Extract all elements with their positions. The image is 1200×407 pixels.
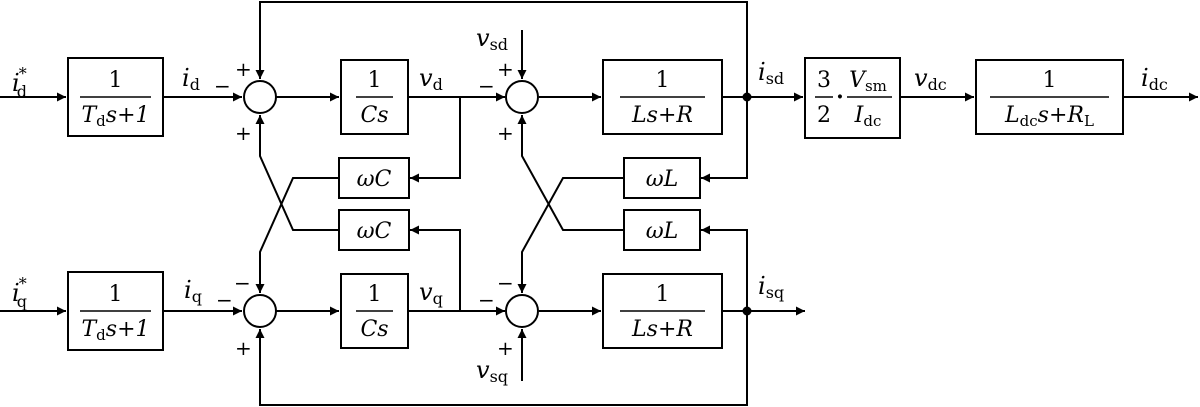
svg-text:+: + <box>497 121 514 145</box>
label-idc: idc <box>1141 64 1168 94</box>
svg-text:−: − <box>497 271 514 295</box>
svg-text:Idc: Idc <box>854 103 882 130</box>
svg-text:1: 1 <box>656 68 670 93</box>
label-id: id <box>182 64 200 94</box>
block-filter-q: 1 Tds+1 <box>67 271 164 351</box>
svg-text:ωC: ωC <box>357 219 392 244</box>
label-isq: isq <box>758 272 784 302</box>
svg-text:−: − <box>214 74 231 98</box>
label-vsq: vsq <box>476 356 508 386</box>
sum-signs: + − + − − + + − + − − + <box>214 57 514 360</box>
block-capacitor-q: 1 Cs <box>340 273 409 349</box>
svg-text:Cs: Cs <box>360 317 388 342</box>
svg-text:Ls+R: Ls+R <box>631 317 693 342</box>
junction-dot-isd <box>742 92 752 102</box>
svg-text:ωL: ωL <box>646 167 679 192</box>
block-omega-c-top: ωC <box>338 157 410 199</box>
sum-junction-q-current <box>243 294 277 328</box>
svg-text:Ls+R: Ls+R <box>631 103 693 128</box>
svg-text:Tds+1: Tds+1 <box>81 317 149 344</box>
block-inductor-q: 1 Ls+R <box>602 273 723 349</box>
svg-text:1: 1 <box>109 282 123 307</box>
svg-text:ωL: ωL <box>646 219 679 244</box>
svg-text:ωC: ωC <box>357 167 392 192</box>
svg-text:i*d: i*d <box>12 64 27 101</box>
junction-dot-isq <box>742 306 752 316</box>
block-capacitor-d: 1 Cs <box>340 59 409 135</box>
sum-junction-d-current <box>243 80 277 114</box>
label-vd: vd <box>419 64 443 94</box>
svg-text:+: + <box>235 336 252 360</box>
label-vsd: vsd <box>476 24 508 54</box>
label-iq: iq <box>184 276 202 306</box>
svg-text:−: − <box>478 288 495 312</box>
label-vq: vq <box>419 278 443 308</box>
svg-text:Tds+1: Tds+1 <box>81 103 149 130</box>
svg-text:Ldcs+RL: Ldcs+RL <box>1004 103 1094 130</box>
sum-junction-d-voltage <box>505 80 539 114</box>
svg-text:3: 3 <box>817 68 831 93</box>
svg-text:−: − <box>216 288 233 312</box>
svg-text:2: 2 <box>817 103 831 128</box>
svg-text:i*q: i*q <box>12 274 27 311</box>
svg-text:1: 1 <box>368 68 382 93</box>
svg-text:1: 1 <box>109 68 123 93</box>
svg-text:+: + <box>235 121 252 145</box>
label-isd: isd <box>758 58 784 88</box>
block-inductor-d: 1 Ls+R <box>602 59 723 135</box>
sum-junction-q-voltage <box>505 294 539 328</box>
svg-text:·: · <box>836 84 844 110</box>
svg-text:+: + <box>235 57 252 81</box>
svg-text:−: − <box>478 74 495 98</box>
svg-text:1: 1 <box>656 282 670 307</box>
svg-text:+: + <box>497 336 514 360</box>
label-iq-ref: i*q <box>12 274 27 311</box>
block-omega-l-bottom: ωL <box>623 209 701 251</box>
block-filter-d: 1 Tds+1 <box>67 57 164 137</box>
svg-text:Vsm: Vsm <box>849 68 887 95</box>
svg-text:−: − <box>234 271 251 295</box>
svg-text:Cs: Cs <box>360 103 388 128</box>
block-power-gain: 3 2 · Vsm Idc <box>804 57 901 139</box>
block-dc-load: 1 Ldcs+RL <box>975 59 1124 135</box>
block-omega-c-bottom: ωC <box>338 209 410 251</box>
label-id-ref: i*d <box>12 64 27 101</box>
svg-text:+: + <box>497 57 514 81</box>
svg-text:1: 1 <box>1043 68 1057 93</box>
svg-text:1: 1 <box>368 282 382 307</box>
label-vdc: vdc <box>914 64 947 94</box>
block-omega-l-top: ωL <box>623 157 701 199</box>
